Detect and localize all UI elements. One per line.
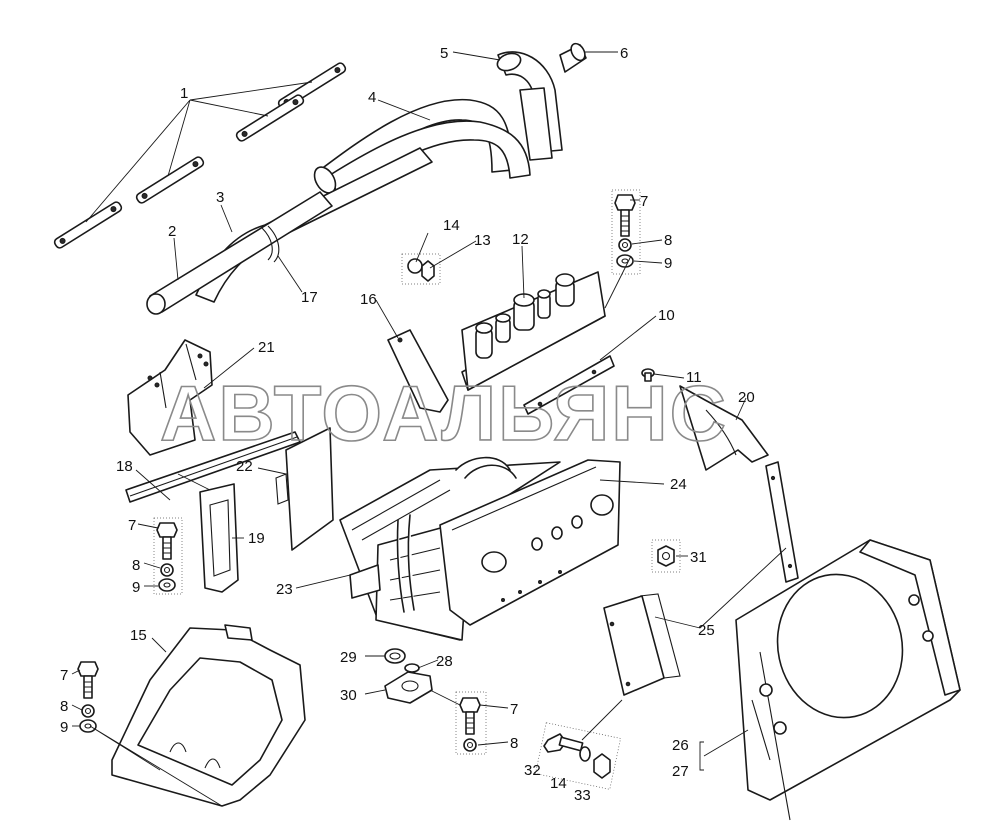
callout-25: 25 — [698, 622, 715, 639]
callout-8-bottom: 8 — [510, 735, 518, 752]
hoses-group — [146, 42, 587, 315]
callout-9-middle: 9 — [132, 579, 140, 596]
part-16-bracket — [387, 329, 449, 413]
callout-27: 27 — [672, 763, 689, 780]
callout-20: 20 — [738, 389, 755, 406]
callout-7-lower: 7 — [60, 667, 68, 684]
callout-16: 16 — [360, 291, 377, 308]
part-12-manifold — [461, 271, 606, 391]
callout-26: 26 — [672, 737, 689, 754]
callout-21: 21 — [258, 339, 275, 356]
part-25-bracket-right — [765, 461, 799, 583]
callout-9-lower: 9 — [60, 719, 68, 736]
bolt-stack-upper — [611, 189, 641, 275]
part-25-bracket-left — [603, 593, 681, 696]
callout-7-bottom: 7 — [510, 701, 518, 718]
part-11-screw — [641, 368, 655, 382]
callout-1: 1 — [180, 85, 188, 102]
callout-15: 15 — [130, 627, 147, 644]
bolt-stack-middle-left — [153, 517, 183, 595]
watermark-text: АВТОАЛЬЯНС — [160, 369, 728, 457]
callout-32: 32 — [524, 762, 541, 779]
callout-14-upper: 14 — [443, 217, 460, 234]
callout-12: 12 — [512, 231, 529, 248]
part-18-seal — [125, 431, 301, 503]
part-24-control-panel — [439, 459, 621, 626]
part-30-flange — [384, 671, 433, 704]
callout-31: 31 — [690, 549, 707, 566]
callout-9-upper: 9 — [664, 255, 672, 272]
callout-3: 3 — [216, 189, 224, 206]
callout-10: 10 — [658, 307, 675, 324]
callout-4: 4 — [368, 89, 376, 106]
callout-13: 13 — [474, 232, 491, 249]
part-1-strips — [53, 62, 347, 249]
part-13-14-nut — [401, 253, 441, 285]
callout-28: 28 — [436, 653, 453, 670]
part-29-washer — [384, 648, 406, 664]
callout-6: 6 — [620, 45, 628, 62]
part-19-gasket — [199, 483, 239, 593]
part-21-bracket — [127, 339, 213, 456]
callout-labels: 1 2 3 4 5 6 7 8 9 10 11 12 13 14 15 16 1… — [60, 45, 755, 804]
callout-8-middle: 8 — [132, 557, 140, 574]
part-32-bolt-set — [535, 722, 621, 790]
part-28-ring — [404, 663, 420, 673]
callout-33: 33 — [574, 787, 591, 804]
callout-23: 23 — [276, 581, 293, 598]
callout-24: 24 — [670, 476, 687, 493]
bolt-stack-lower-left — [77, 661, 99, 733]
callout-30: 30 — [340, 687, 357, 704]
part-20-panel — [679, 385, 769, 471]
callout-5: 5 — [440, 45, 448, 62]
part-22-plate — [275, 427, 334, 551]
part-31-nut — [651, 539, 681, 573]
callout-29: 29 — [340, 649, 357, 666]
bolt-stack-bottom-center — [455, 691, 487, 755]
callout-14-lower: 14 — [550, 775, 567, 792]
callout-18: 18 — [116, 458, 133, 475]
callout-7-upper: 7 — [640, 193, 648, 210]
callout-11: 11 — [686, 369, 702, 386]
part-26-27-fan-shroud — [735, 539, 961, 821]
part-10-strip — [523, 355, 615, 415]
callout-2: 2 — [168, 223, 176, 240]
callout-7-middle: 7 — [128, 517, 136, 534]
callout-8-lower: 8 — [60, 698, 68, 715]
callout-8-upper: 8 — [664, 232, 672, 249]
callout-17: 17 — [301, 289, 318, 306]
callout-19: 19 — [248, 530, 265, 547]
part-15-shroud — [111, 624, 306, 807]
callout-22: 22 — [236, 458, 253, 475]
leader-lines — [71, 51, 787, 807]
